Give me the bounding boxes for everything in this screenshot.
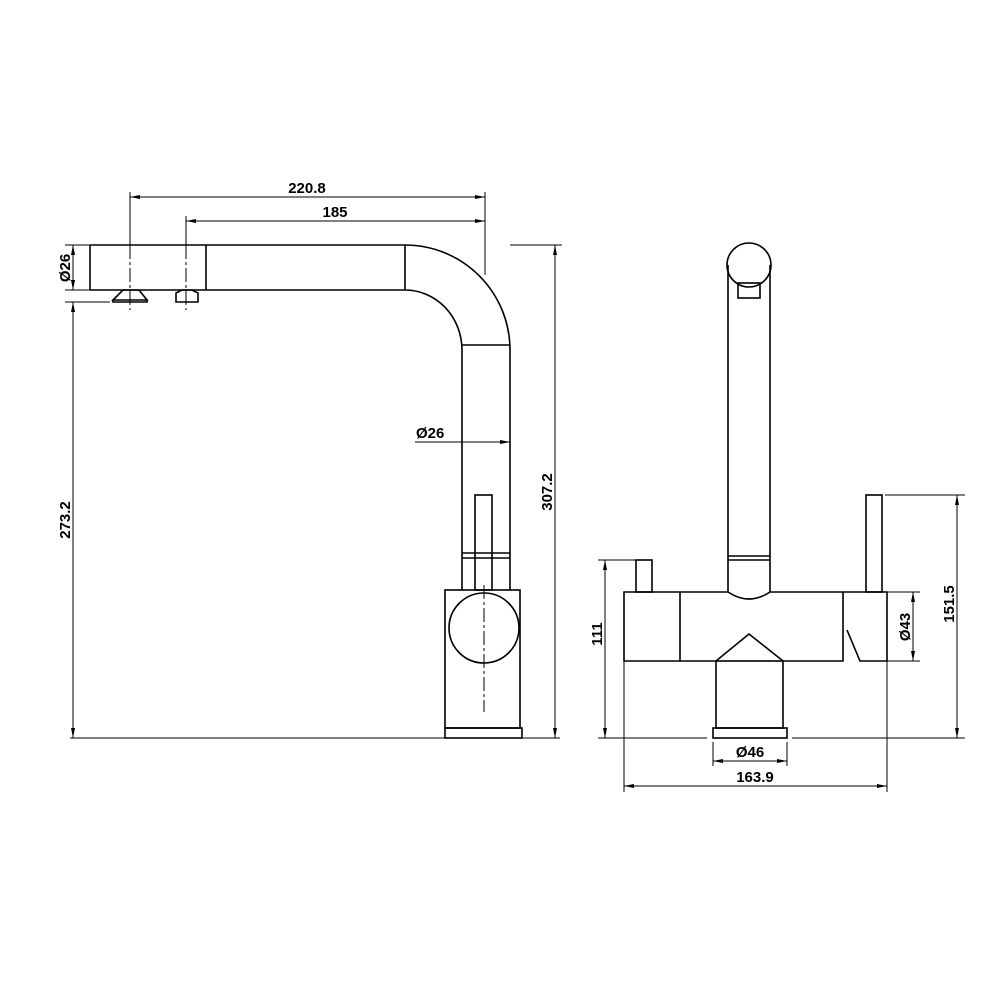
right-lever <box>865 494 883 593</box>
dim-spout-diameter-top: Ø26 <box>57 254 74 282</box>
spout-outline <box>89 244 511 590</box>
side-view: 220.8 185 Ø26 273.2 307.2 Ø26 <box>57 180 562 739</box>
spout-vertical <box>727 265 771 592</box>
spout-top-circle <box>726 242 772 288</box>
stem <box>715 660 784 729</box>
left-pin <box>635 559 653 593</box>
dim-base-diameter: Ø46 <box>736 744 764 761</box>
dim-lever-height: 151.5 <box>941 585 958 623</box>
lever-handle <box>474 494 493 591</box>
dim-reach-total: 220.8 <box>288 180 326 197</box>
dim-body-diameter: Ø43 <box>897 613 914 641</box>
dim-outlet-height: 273.2 <box>57 501 74 539</box>
front-view: 111 151.5 Ø43 Ø46 163.9 <box>589 242 965 792</box>
base-plate <box>444 727 523 739</box>
mixer-body <box>623 591 888 662</box>
dim-body-width: 163.9 <box>736 769 774 786</box>
spout-outlets <box>111 289 199 303</box>
dim-total-height: 307.2 <box>539 473 556 511</box>
front-base-plate <box>712 727 788 739</box>
dim-reach-outlet: 185 <box>322 204 347 221</box>
dim-body-height: 111 <box>589 622 606 645</box>
base-body <box>444 589 521 729</box>
dim-spout-diameter-vertical: Ø26 <box>416 425 444 442</box>
